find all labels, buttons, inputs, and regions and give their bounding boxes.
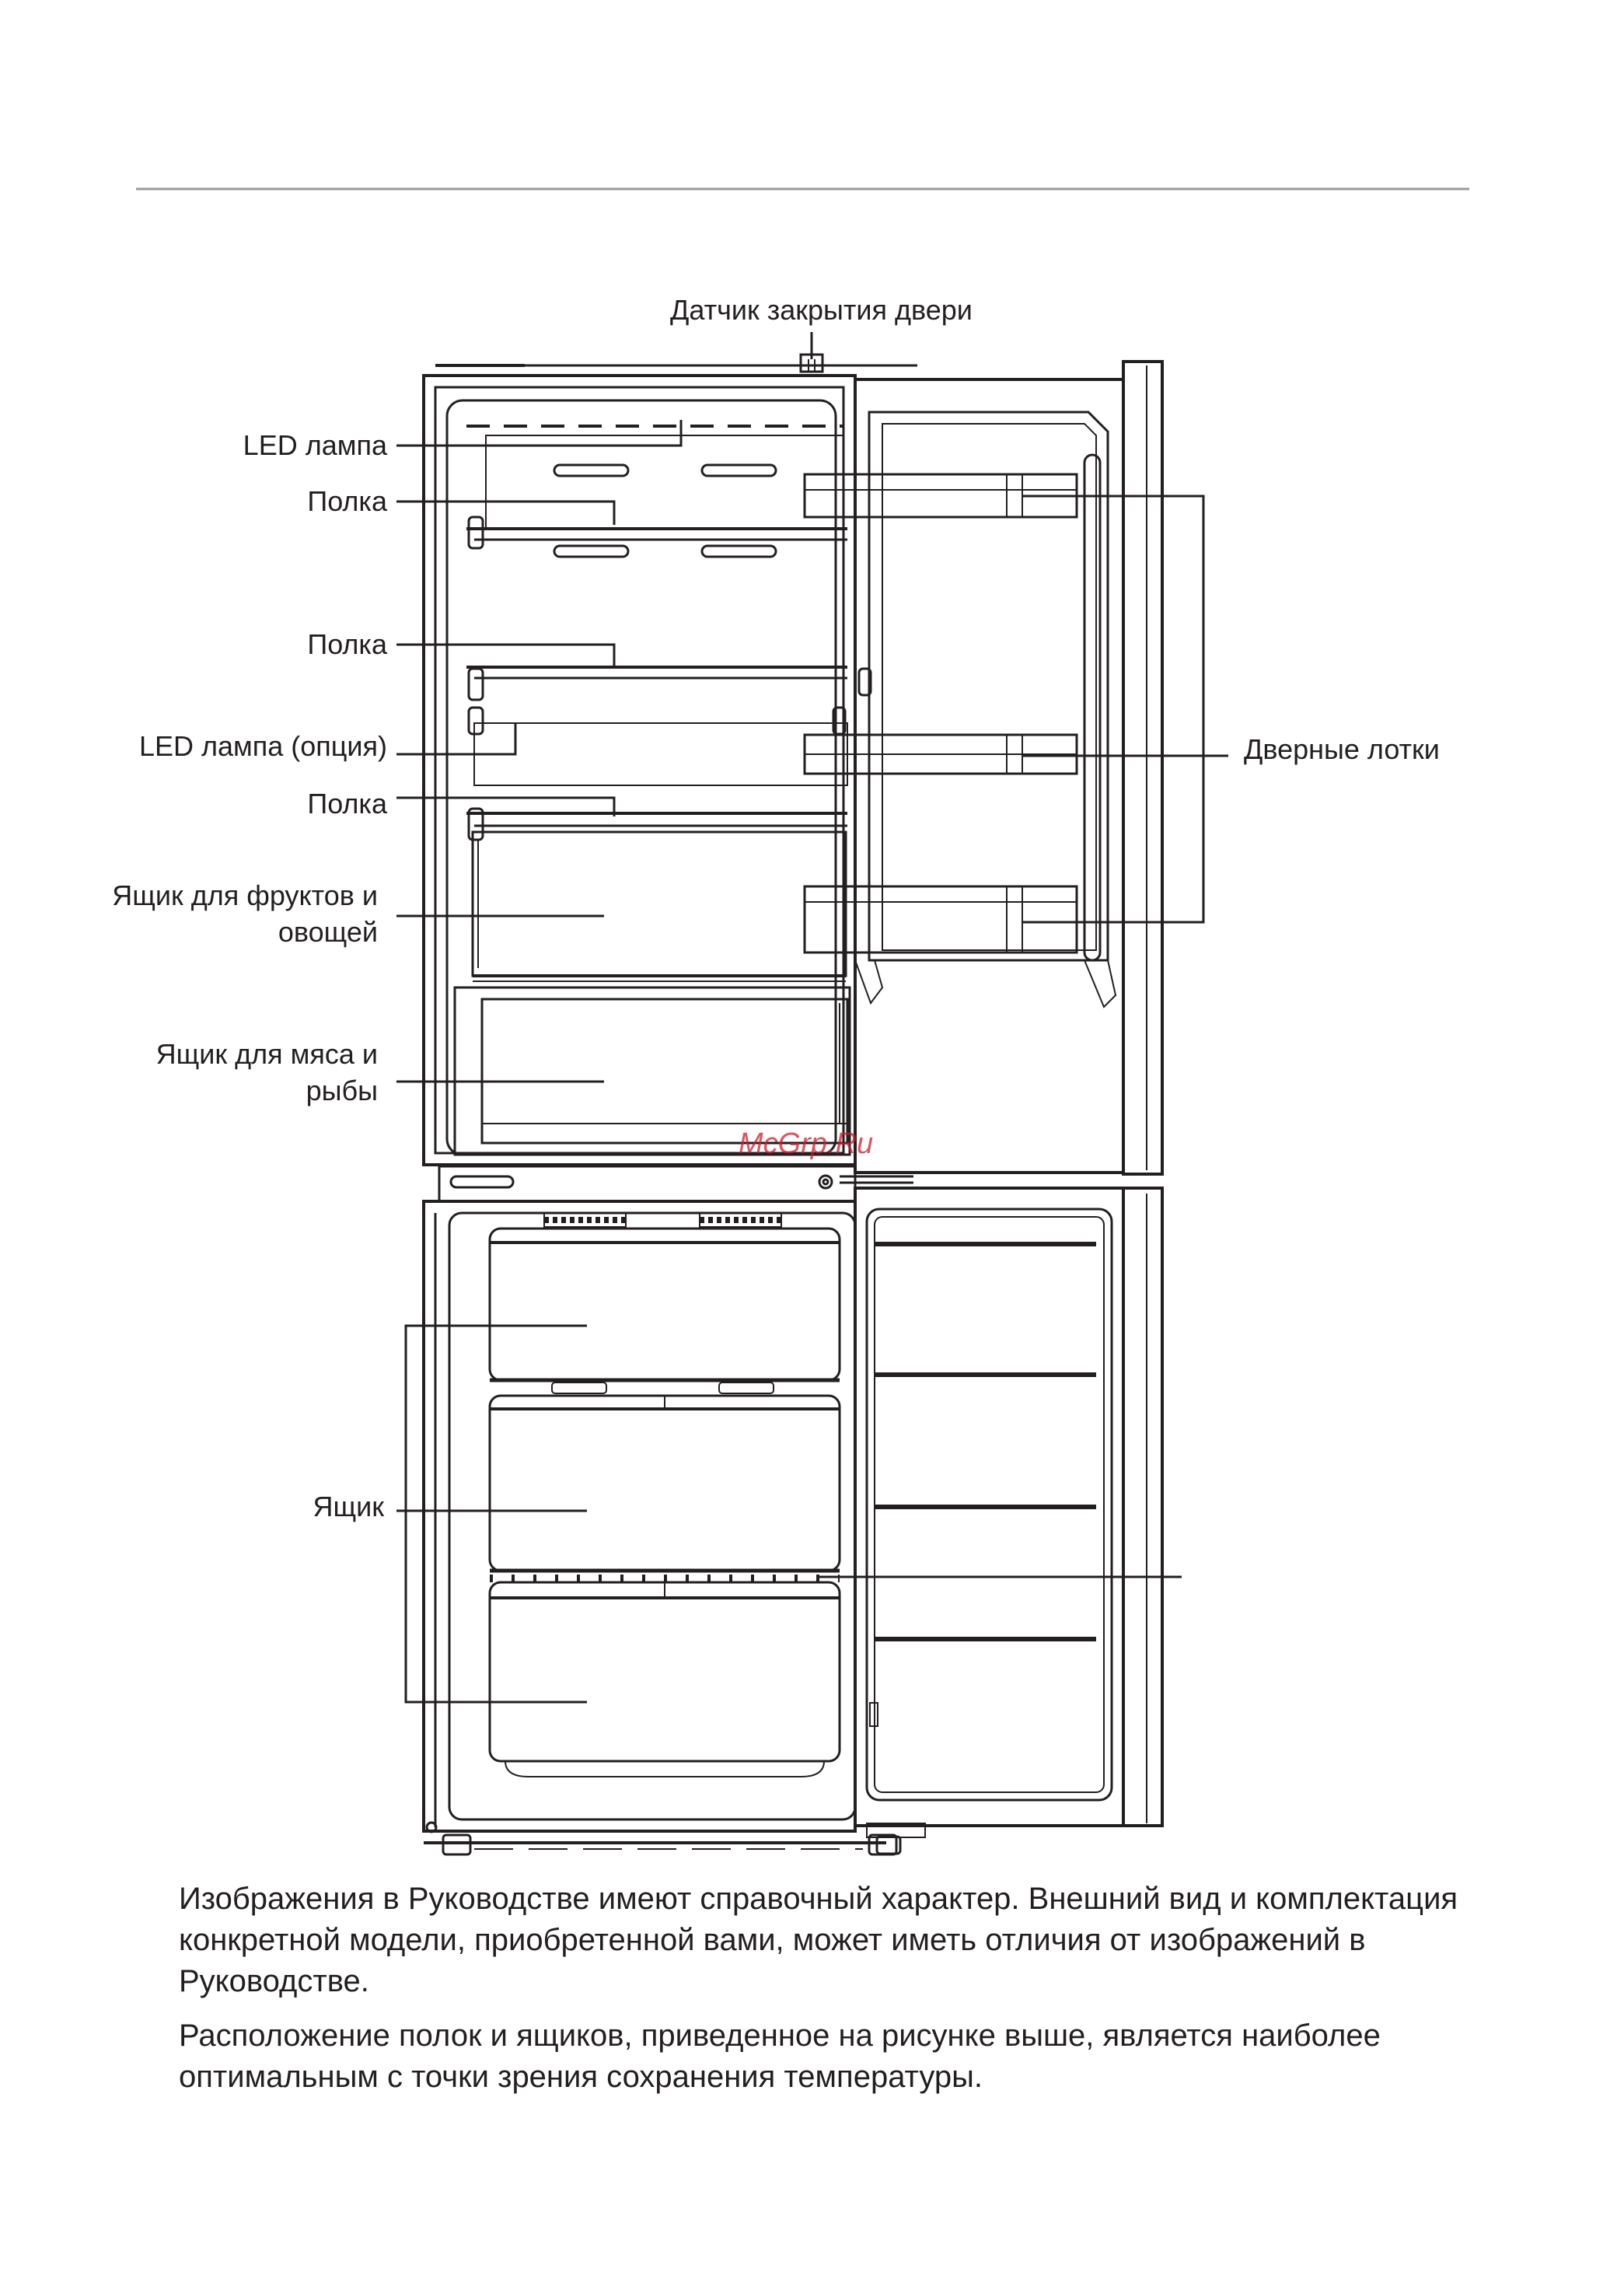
label-shelf-1: Полка — [187, 483, 387, 520]
label-shelf-3: Полка — [187, 785, 387, 823]
label-drawer: Ящик — [187, 1488, 384, 1526]
label-door-sensor: Датчик закрытия двери — [670, 292, 973, 329]
freezer-door — [855, 1188, 1162, 1854]
label-shelf-2: Полка — [187, 626, 387, 663]
note-paragraph-1: Изображения в Руководстве имеют справочн… — [179, 1879, 1516, 2002]
label-fruit-drawer-line2: овощей — [78, 914, 378, 951]
watermark: McGrp.Ru — [739, 1127, 873, 1161]
note-paragraph-2: Расположение полок и ящиков, приведенное… — [179, 2015, 1516, 2098]
fridge-door — [801, 355, 1162, 1174]
fridge-compartment — [424, 365, 855, 1165]
label-fruit-drawer-line1: Ящик для фруктов и — [78, 877, 378, 914]
freezer-compartment — [424, 1201, 896, 1854]
label-door-trays: Дверные лотки — [1244, 731, 1440, 768]
label-led-lamp: LED лампа — [187, 427, 387, 464]
label-meat-drawer-line1: Ящик для мяса и — [78, 1036, 378, 1073]
divider-panel — [439, 1166, 913, 1201]
label-led-lamp-option: LED лампа (опция) — [78, 728, 387, 765]
label-meat-drawer-line2: рыбы — [78, 1072, 378, 1110]
